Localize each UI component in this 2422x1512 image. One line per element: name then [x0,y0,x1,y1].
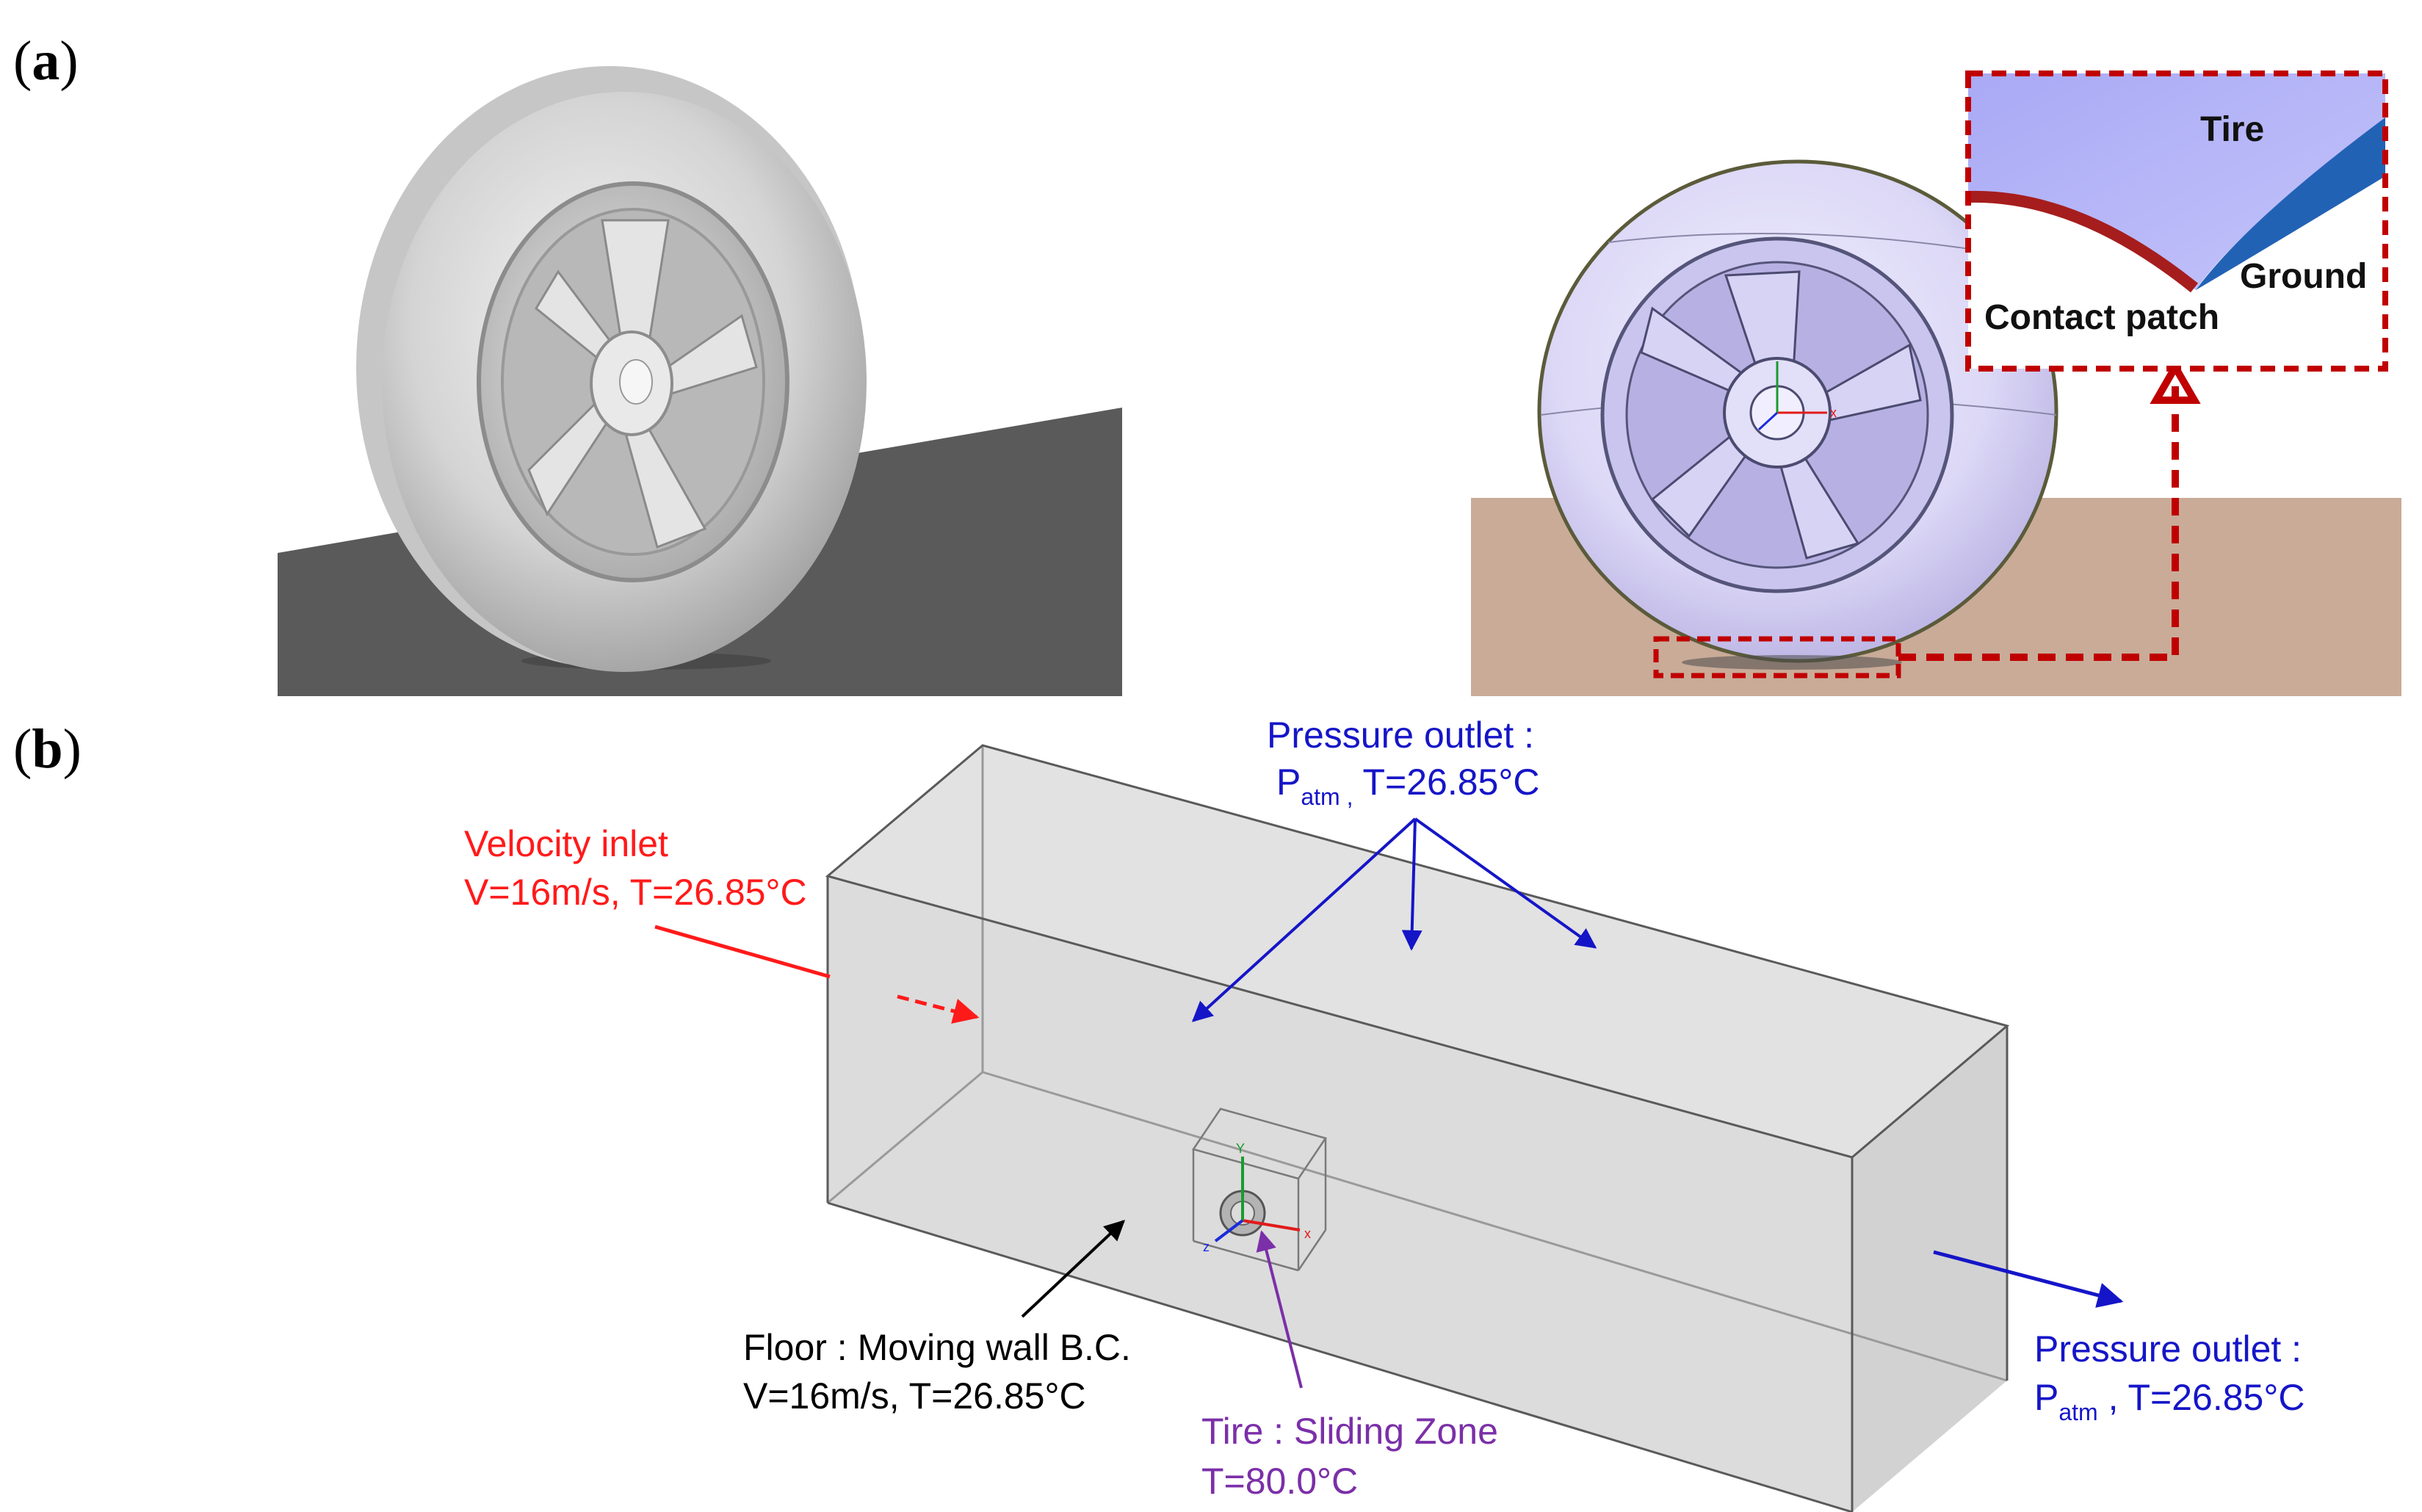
axis-x-small: x [1830,405,1837,420]
inset-label-ground: Ground [2240,257,2367,296]
right-outlet-arrow [1933,1250,2124,1308]
velocity-inlet-value: V=16m/s, T=26.85°C [464,872,807,913]
floor-arrow [1021,1220,1126,1318]
meshed-tire-render: x Tire Ground Contact patch [1471,70,2401,696]
inlet-arrow [654,925,831,979]
callout-leader [1898,382,2179,661]
axis-triad-small [1757,361,1827,431]
top-outlet-arrow-right [1414,817,1597,949]
top-outlet-arrow-down [1401,818,1423,951]
tire-zone-arrow [1256,1230,1303,1389]
contact-patch-callout-box [1653,636,1901,679]
inset-label-contact-patch: Contact patch [1984,298,2219,337]
top-outlet-arrow-left [1191,817,1417,1022]
top-outlet-label: Pressure outlet : [1267,715,1534,756]
domain-right-face [1852,1026,2007,1512]
axis-z-domain: z [1203,1240,1210,1254]
panel-label-a: (a) [13,30,79,92]
velocity-inlet-label: Velocity inlet [464,823,668,864]
computational-domain: x Y z [654,744,2124,1512]
inset-label-tire: Tire [2200,110,2264,149]
domain-hidden-edges [827,745,2008,1382]
right-outlet-value: Patm , T=26.85°C [2034,1377,2304,1425]
right-outlet-label: Pressure outlet : [2034,1328,2302,1370]
contact-patch-inset: Tire Ground Contact patch [1965,70,2388,372]
domain-edges [825,744,2010,1512]
gray-tire-render [278,66,1122,696]
axis-x-domain: x [1304,1226,1311,1241]
axis-y-domain: Y [1236,1141,1245,1156]
callout-arrowhead [2150,360,2201,404]
panel-label-b: (b) [13,718,82,780]
floor-value: V=16m/s, T=26.85°C [743,1375,1086,1417]
axis-triad-domain [1214,1157,1301,1242]
domain-front-face [828,876,1852,1512]
floor-label: Floor : Moving wall B.C. [743,1327,1131,1368]
inlet-arrow-dashed [897,994,980,1024]
tire-sliding-zone-box [1191,1107,1328,1272]
tire-zone-value: T=80.0°C [1201,1461,1358,1502]
domain-top-face [828,745,2007,1157]
tire-zone-label: Tire : Sliding Zone [1201,1411,1498,1452]
top-outlet-value: Patm , T=26.85°C [1276,762,1539,810]
